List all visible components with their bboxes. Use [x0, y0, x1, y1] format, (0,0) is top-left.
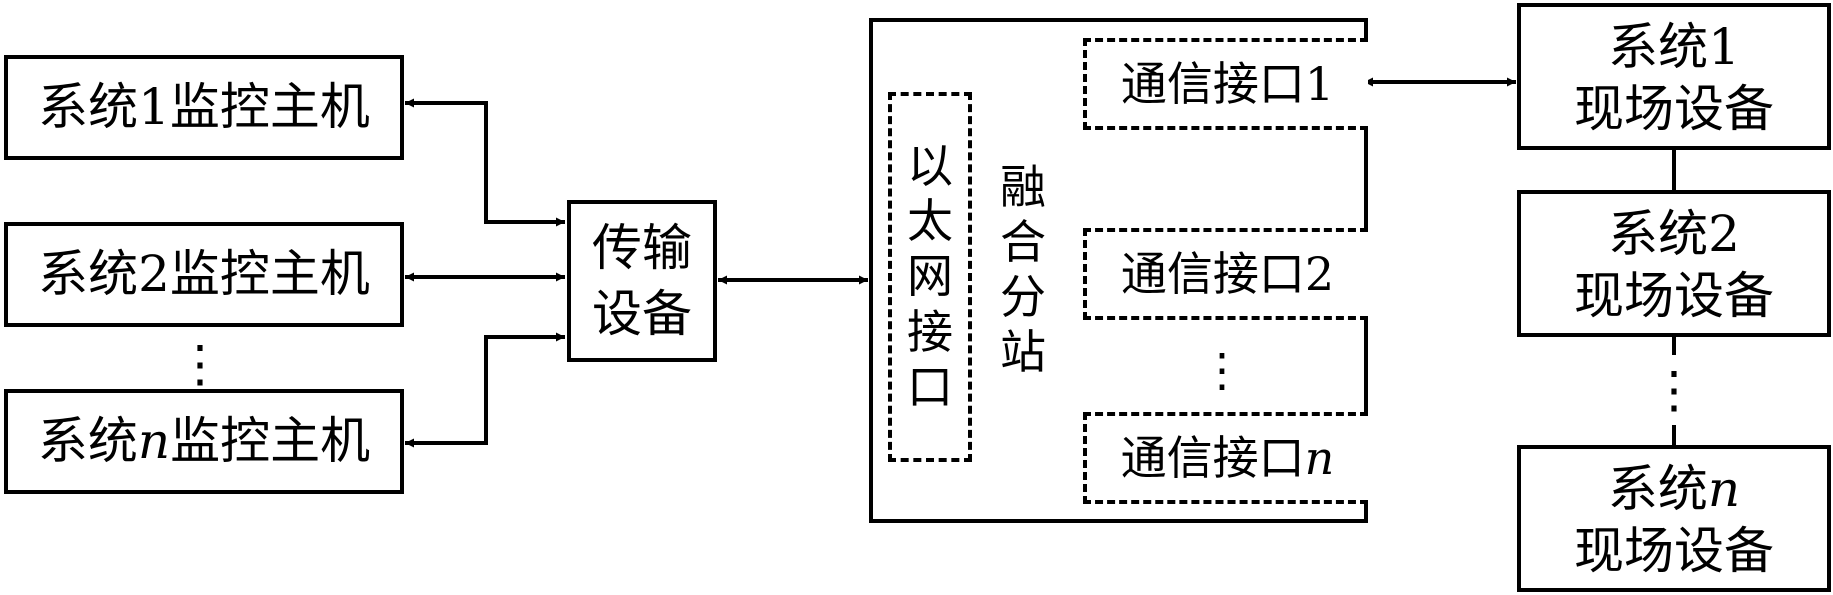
ethernet-char-5: 口 [907, 359, 953, 414]
field-device-n-prefix: 系统 [1607, 460, 1708, 519]
field-device-1-line2: 现场设备 [1574, 80, 1774, 139]
arrow-host1-transmission [405, 98, 565, 227]
monitor-host-2-prefix: 系统 [38, 244, 139, 303]
field-device-2-prefix: 系统 [1608, 205, 1709, 264]
station-char-1: 融 [1000, 159, 1046, 214]
transmission-device: 传输 设备 [567, 200, 717, 362]
monitor-host-n-num: n [137, 411, 171, 470]
arrow-hostn-transmission [405, 332, 565, 448]
comm-interface-1-num: 1 [1304, 56, 1335, 111]
ethernet-char-4: 接 [907, 304, 953, 359]
ethernet-char-3: 网 [907, 249, 953, 304]
station-char-4: 站 [1000, 325, 1046, 380]
comm-interface-n-num: n [1304, 430, 1335, 485]
monitor-host-1-num: 1 [138, 77, 170, 136]
field-device-1-prefix: 系统 [1608, 18, 1709, 77]
station-ellipsis: ⋮ [1199, 342, 1245, 397]
field-device-n-line2: 现场设备 [1574, 522, 1774, 581]
ethernet-interface: 以 太 网 接 口 [888, 92, 972, 462]
field-device-2-line2: 现场设备 [1574, 267, 1774, 326]
ethernet-char-1: 以 [907, 139, 953, 194]
monitor-host-2-num: 2 [138, 244, 170, 303]
transmission-line2: 设备 [592, 285, 692, 344]
ethernet-char-2: 太 [907, 194, 953, 249]
monitor-host-n-prefix: 系统 [37, 411, 138, 470]
monitor-host-n-suffix: 监控主机 [170, 411, 371, 470]
monitor-host-2-suffix: 监控主机 [169, 244, 370, 303]
field-device-1-num: 1 [1708, 18, 1740, 77]
comm-interface-n-prefix: 通信接口 [1120, 430, 1305, 485]
monitor-host-1-prefix: 系统 [38, 77, 139, 136]
monitor-host-1-suffix: 监控主机 [169, 77, 370, 136]
left-ellipsis: ⋮ [175, 335, 225, 394]
transmission-line1: 传输 [592, 219, 692, 278]
station-char-3: 分 [1000, 270, 1046, 324]
comm-interface-2-num: 2 [1304, 246, 1335, 301]
right-ellipsis: ⋮ [1644, 360, 1704, 422]
comm-interface-2-prefix: 通信接口 [1120, 246, 1305, 301]
station-char-2: 合 [1000, 214, 1046, 269]
station-name: 融 合 分 站 [988, 130, 1058, 410]
field-device-2-num: 2 [1708, 205, 1740, 264]
comm-interface-1-prefix: 通信接口 [1120, 56, 1305, 111]
field-device-n-num: n [1707, 460, 1741, 519]
